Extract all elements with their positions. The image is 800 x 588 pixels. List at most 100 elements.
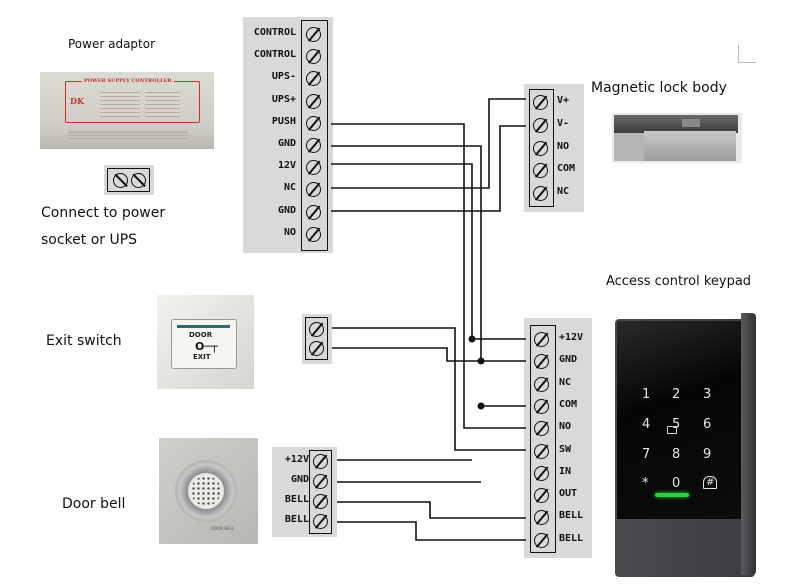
- key-icon: O─┬: [195, 340, 218, 353]
- screw-icon: [309, 322, 324, 337]
- wire-gnd: [331, 145, 526, 362]
- power-supply-title: POWER SUPPLY CONTROLLER: [82, 78, 174, 84]
- keypad-terminal-label: BELL: [559, 532, 584, 544]
- wire-push: [331, 123, 526, 429]
- keypad-terminal-label: OUT: [559, 488, 578, 500]
- keypad-terminal-label: IN: [559, 465, 572, 477]
- keypad-key[interactable]: *: [642, 476, 649, 491]
- screw-icon: [534, 532, 549, 548]
- screw-icon: [533, 95, 548, 110]
- keypad-key[interactable]: 3: [703, 387, 712, 402]
- screw-icon: [534, 510, 549, 526]
- lock-terminal-label: NC: [557, 186, 570, 198]
- power-input-terminal: [104, 165, 154, 195]
- keypad-key[interactable]: 4: [642, 417, 651, 432]
- magnetic-lock-label: Magnetic lock body: [591, 80, 727, 96]
- keypad-terminal-label: SW: [559, 443, 572, 455]
- keypad-terminal-label: NO: [559, 421, 572, 433]
- keypad-key[interactable]: 9: [703, 447, 712, 462]
- psu-terminal-label: NO: [283, 226, 296, 238]
- screw-icon: [534, 443, 549, 459]
- power-supply-brand: DK: [70, 96, 84, 106]
- keypad-key[interactable]: 8: [672, 447, 681, 462]
- wire-exit-2: [332, 347, 481, 362]
- wire-gnd-lock: [331, 125, 526, 212]
- screw-icon: [534, 332, 549, 347]
- psu-terminal-label: CONTROL: [253, 49, 296, 61]
- screw-icon: [534, 398, 549, 414]
- screw-icon: [534, 421, 549, 437]
- screw-icon: [313, 494, 328, 509]
- screw-icon: [306, 160, 321, 176]
- keypad-terminal-label: GND: [559, 354, 578, 366]
- screw-icon: [306, 182, 321, 198]
- psu-terminal-label: GND: [277, 138, 296, 149]
- screw-icon: [306, 115, 321, 131]
- screw-icon: [306, 49, 321, 65]
- keypad-label: Access control keypad: [606, 274, 752, 289]
- screw-icon: [313, 514, 328, 529]
- keypad-key[interactable]: 7: [642, 447, 651, 462]
- card-icon: [667, 426, 677, 434]
- wire-exit-1: [332, 327, 526, 451]
- lock-terminal-label: V-: [557, 117, 570, 129]
- bell-terminal-label: GND: [290, 474, 309, 485]
- lock-terminal-label: V+: [557, 95, 570, 106]
- screw-icon: [306, 138, 321, 153]
- junction-dot: [477, 357, 485, 365]
- keypad-key[interactable]: 0: [672, 476, 681, 491]
- psu-terminal-label: NC: [283, 182, 296, 194]
- door-bell-brand: DOOR BELL: [211, 526, 235, 531]
- screw-icon: [309, 341, 324, 356]
- screw-icon: [131, 173, 146, 188]
- psu-terminal-label: 12V: [277, 160, 296, 172]
- screw-icon: [306, 27, 321, 42]
- keypad-key[interactable]: 1: [642, 387, 651, 402]
- keypad-screen: [617, 321, 741, 519]
- exit-switch-terminal: [302, 314, 332, 364]
- keypad-terminal-label: COM: [559, 398, 578, 410]
- corner-mark: [738, 45, 756, 63]
- power-adaptor-photo: POWER SUPPLY CONTROLLER DK: [40, 72, 214, 149]
- junction-dot: [468, 335, 476, 343]
- power-adaptor-label: Power adaptor: [68, 37, 156, 51]
- led-indicator: [655, 493, 689, 497]
- screw-icon: [313, 454, 328, 469]
- screw-icon: [533, 186, 548, 202]
- screw-icon: [306, 226, 321, 242]
- screw-icon: [533, 117, 548, 133]
- bell-key-icon[interactable]: #: [703, 476, 718, 489]
- wire-nc-lock: [331, 98, 526, 189]
- keypad-terminal-label: BELL: [559, 510, 584, 522]
- psu-terminal-label: GND: [277, 204, 296, 216]
- keypad-key[interactable]: 5: [672, 417, 681, 432]
- wire-bell-1: [337, 501, 526, 519]
- screw-icon: [306, 71, 321, 87]
- door-label: DOOR: [189, 331, 213, 339]
- screw-icon: [533, 163, 548, 179]
- keypad-key[interactable]: 6: [703, 417, 712, 432]
- connect-power-label-1: Connect to power: [41, 205, 166, 221]
- bell-terminal-label: BELL: [284, 494, 309, 505]
- magnetic-lock-photo: [612, 113, 742, 163]
- lock-terminal-label: NO: [557, 140, 570, 152]
- door-bell-label: Door bell: [62, 496, 126, 512]
- psu-terminal-label: UPS+: [271, 93, 296, 105]
- bell-terminal-label: BELL: [284, 514, 309, 525]
- lock-terminal-label: COM: [557, 163, 576, 175]
- wire-bell-2: [337, 521, 526, 541]
- junction-dot: [477, 402, 485, 410]
- screw-icon: [313, 474, 328, 489]
- exit-switch-label: Exit switch: [46, 333, 122, 349]
- psu-terminal-label: UPS-: [271, 71, 296, 83]
- exit-label: EXIT: [193, 353, 211, 361]
- screw-icon: [534, 354, 549, 370]
- psu-terminal-label: CONTROL: [253, 27, 296, 38]
- screw-icon: [534, 465, 549, 481]
- access-control-keypad[interactable]: 1 2 3 4 5 6 7 8 9 * 0 #: [615, 313, 759, 579]
- keypad-key[interactable]: 2: [672, 387, 681, 402]
- screw-icon: [534, 376, 549, 392]
- bell-terminal-label: +12V: [284, 454, 309, 465]
- keypad-terminal-label: NC: [559, 376, 572, 388]
